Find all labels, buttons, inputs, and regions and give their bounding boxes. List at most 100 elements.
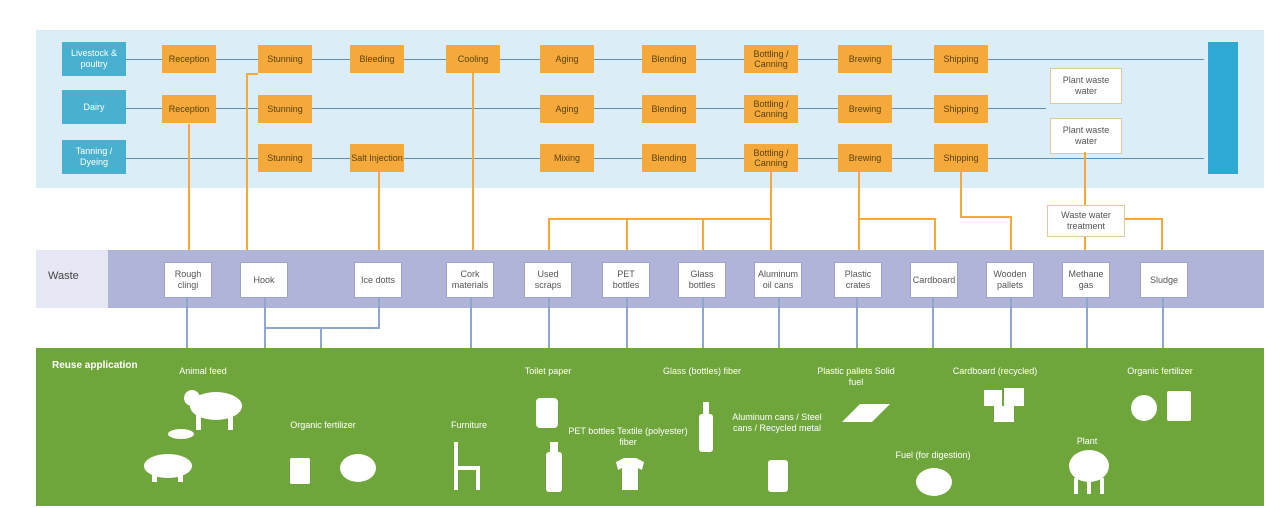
waste-water-treatment-box: Waste water treatment bbox=[1047, 205, 1125, 237]
reuse-label: Animal feed bbox=[179, 366, 227, 376]
process-box: Blending bbox=[642, 45, 696, 73]
connector bbox=[702, 297, 704, 357]
connector bbox=[548, 218, 550, 262]
soil-icon bbox=[340, 454, 376, 482]
waste-item: Cardboard bbox=[910, 262, 958, 298]
bottle-icon bbox=[546, 442, 562, 492]
waste-label-box bbox=[36, 250, 108, 308]
waste-item: Wooden pallets bbox=[986, 262, 1034, 298]
connector bbox=[186, 297, 188, 357]
process-box: Shipping bbox=[934, 95, 988, 123]
connector bbox=[778, 297, 780, 393]
process-box: Reception bbox=[162, 95, 216, 123]
connector bbox=[472, 73, 474, 262]
process-box: Blending bbox=[642, 144, 696, 172]
process-box: Bottling / Canning bbox=[744, 45, 798, 73]
connector bbox=[702, 218, 704, 262]
waste-item: Used scraps bbox=[524, 262, 572, 298]
connector bbox=[960, 216, 1012, 218]
reuse-label: Cardboard (recycled) bbox=[952, 366, 1038, 376]
waste-item: Ice dotts bbox=[354, 262, 402, 298]
waste-item: Sludge bbox=[1140, 262, 1188, 298]
connector bbox=[934, 218, 936, 262]
process-box: Bleeding bbox=[350, 45, 404, 73]
cardboard-icon bbox=[984, 388, 1024, 422]
toilet-paper-icon bbox=[536, 398, 558, 428]
pig-icon bbox=[144, 454, 192, 482]
reuse-label: Glass (bottles) fiber bbox=[662, 366, 742, 376]
connector bbox=[856, 297, 858, 357]
connector bbox=[246, 73, 258, 75]
process-box: Stunning bbox=[258, 45, 312, 73]
process-box: Reception bbox=[162, 45, 216, 73]
connector bbox=[1084, 152, 1086, 205]
chicken-icon bbox=[168, 429, 194, 439]
pallet-icon bbox=[842, 404, 890, 422]
connector bbox=[1161, 218, 1163, 262]
process-box: Bottling / Canning bbox=[744, 95, 798, 123]
connector bbox=[960, 172, 962, 216]
source-livestock: Livestock & poultry bbox=[62, 42, 126, 76]
connector bbox=[246, 73, 248, 262]
reuse-label: Plant bbox=[1076, 436, 1098, 446]
plant-waste-water-box: Plant waste water bbox=[1050, 68, 1122, 104]
connector bbox=[770, 172, 772, 262]
reuse-label: Organic fertilizer bbox=[1127, 366, 1193, 376]
connector bbox=[1162, 297, 1164, 357]
process-box: Shipping bbox=[934, 144, 988, 172]
process-box: Brewing bbox=[838, 95, 892, 123]
waste-label: Waste bbox=[48, 270, 79, 282]
source-tanning: Tanning / Dyeing bbox=[62, 140, 126, 174]
waste-item: Aluminum oil cans bbox=[754, 262, 802, 298]
fertilizer-bag-icon bbox=[290, 458, 310, 484]
waste-item: PET bottles bbox=[602, 262, 650, 298]
process-box: Stunning bbox=[258, 144, 312, 172]
can-icon bbox=[768, 460, 788, 492]
cow-icon bbox=[184, 390, 242, 430]
plant-waste-water-box: Plant waste water bbox=[1050, 118, 1122, 154]
connector bbox=[1084, 235, 1086, 262]
apple-icon bbox=[1131, 395, 1157, 421]
reuse-label: Plastic pallets Solid fuel bbox=[817, 366, 895, 387]
connector bbox=[378, 172, 380, 262]
plant-icon bbox=[1069, 450, 1109, 494]
process-box: Aging bbox=[540, 95, 594, 123]
process-box: Mixing bbox=[540, 144, 594, 172]
process-box: Brewing bbox=[838, 144, 892, 172]
waste-item: Glass bottles bbox=[678, 262, 726, 298]
process-box: Blending bbox=[642, 95, 696, 123]
connector bbox=[188, 124, 190, 262]
product-bar bbox=[1208, 42, 1238, 174]
connector bbox=[1010, 297, 1012, 357]
reuse-label: Fuel (for digestion) bbox=[895, 450, 971, 460]
reuse-label: Organic fertilizer bbox=[290, 420, 356, 430]
glass-bottle-icon bbox=[699, 402, 713, 452]
process-box: Cooling bbox=[446, 45, 500, 73]
connector bbox=[548, 297, 550, 357]
connector bbox=[264, 327, 380, 329]
waste-item: Cork materials bbox=[446, 262, 494, 298]
process-box: Bottling / Canning bbox=[744, 144, 798, 172]
process-box: Shipping bbox=[934, 45, 988, 73]
reuse-band bbox=[36, 348, 1264, 506]
waste-item: Methane gas bbox=[1062, 262, 1110, 298]
process-box: Aging bbox=[540, 45, 594, 73]
reuse-title: Reuse application bbox=[52, 360, 138, 371]
connector bbox=[1123, 218, 1163, 220]
process-box: Stunning bbox=[258, 95, 312, 123]
waste-item: Plastic crates bbox=[834, 262, 882, 298]
source-dairy: Dairy bbox=[62, 90, 126, 124]
reuse-label: Toilet paper bbox=[524, 366, 572, 376]
connector bbox=[626, 218, 628, 262]
connector bbox=[548, 218, 772, 220]
reuse-label: Aluminum cans / Steel cans / Recycled me… bbox=[732, 412, 822, 433]
waste-item: Rough clingi bbox=[164, 262, 212, 298]
tshirt-icon bbox=[616, 458, 644, 490]
connector bbox=[858, 218, 936, 220]
process-box: Brewing bbox=[838, 45, 892, 73]
reuse-label: PET bottles Textile (polyester) fiber bbox=[568, 426, 688, 447]
waste-item: Hook bbox=[240, 262, 288, 298]
connector bbox=[858, 172, 860, 262]
connector bbox=[378, 297, 380, 327]
chair-icon bbox=[454, 442, 480, 490]
